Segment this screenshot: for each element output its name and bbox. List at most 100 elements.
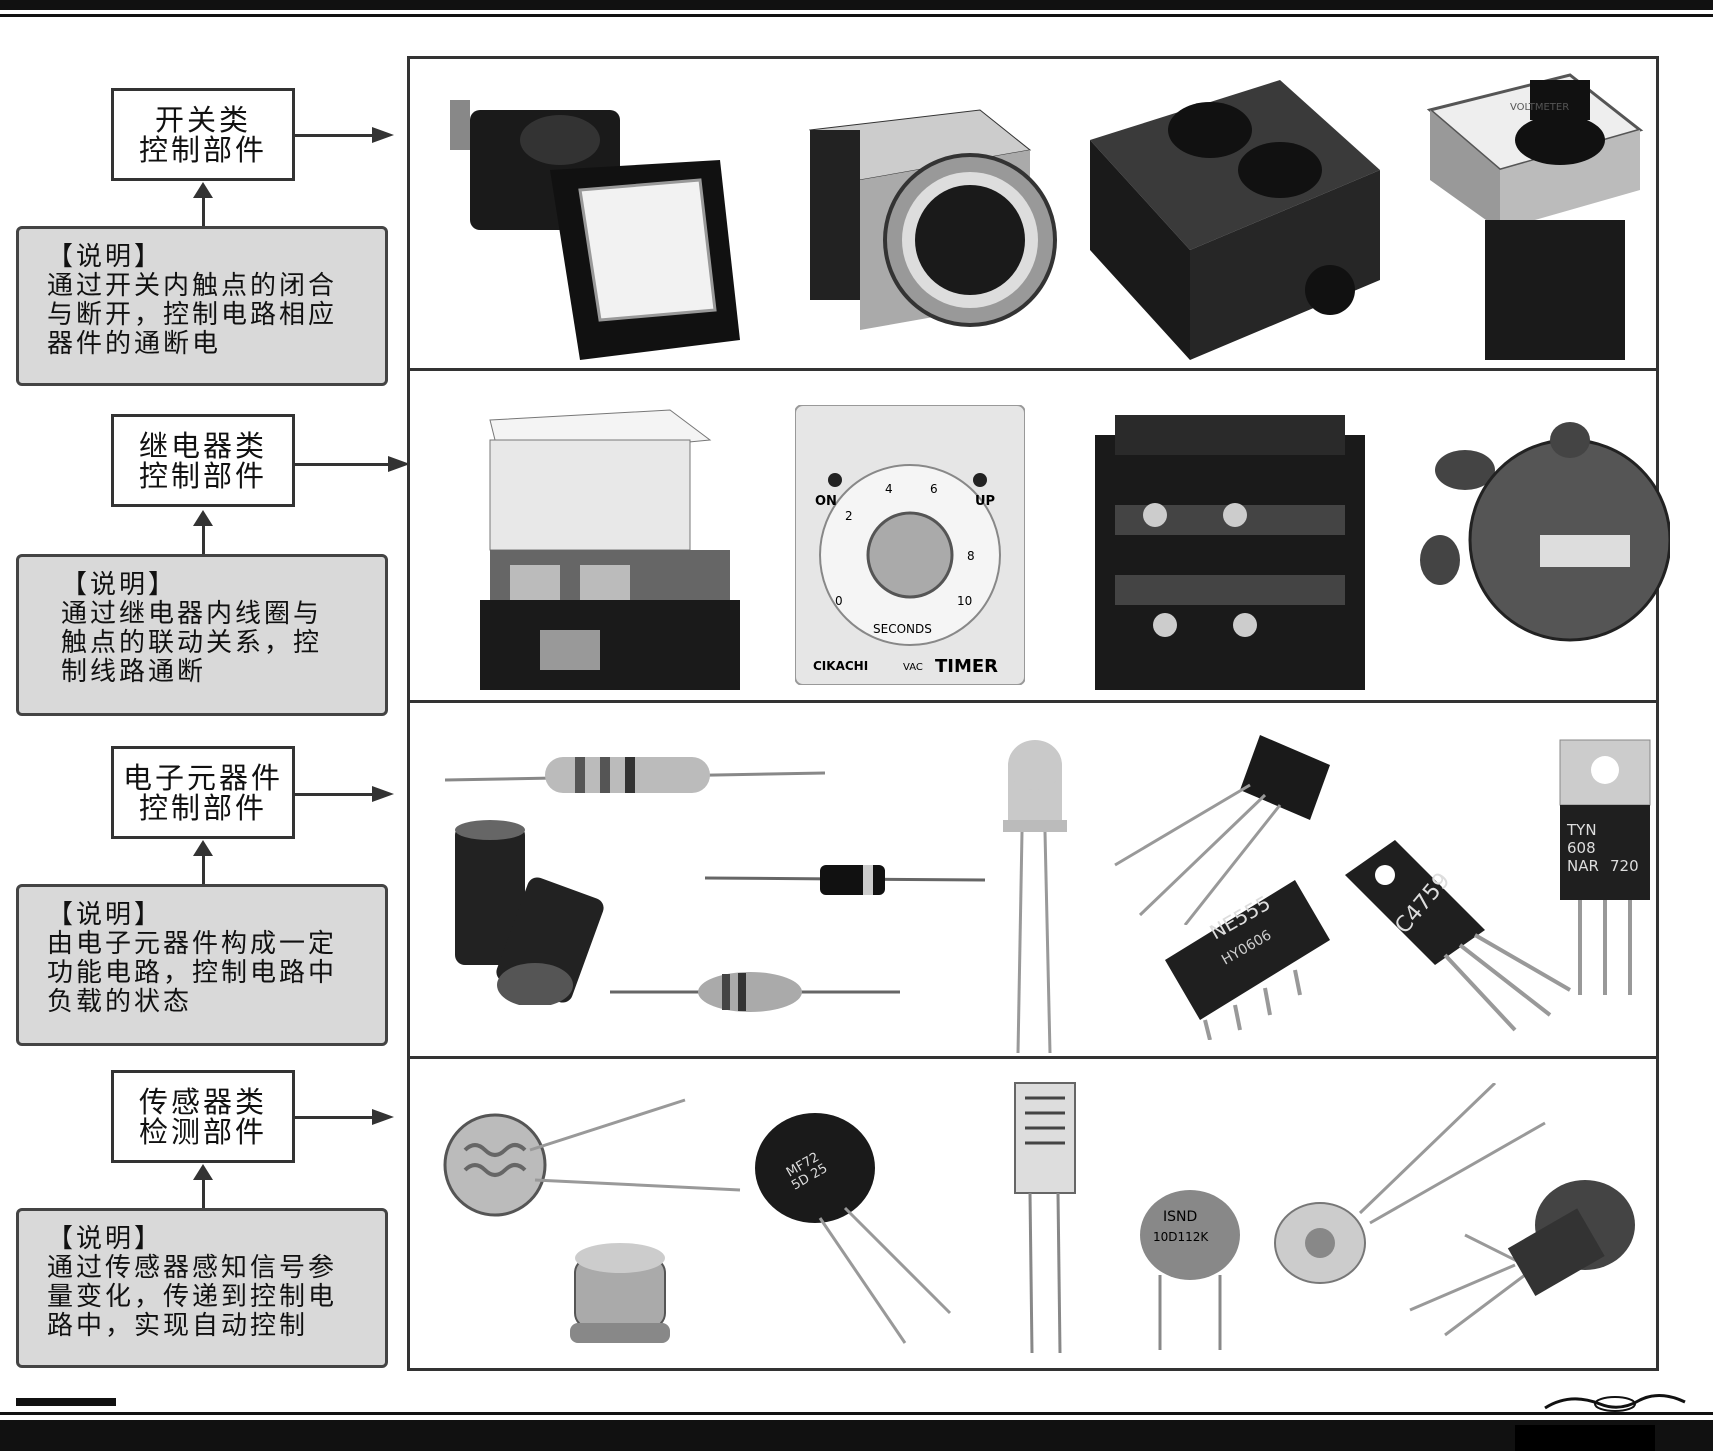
arrow-right-icon <box>372 1109 394 1125</box>
row-divider-2 <box>407 700 1659 703</box>
humidity-sensor-photo <box>1014 1082 1076 1354</box>
sealed-relay-photo <box>1420 422 1670 642</box>
title-line: 检测部件 <box>138 1114 267 1149</box>
thermistor-photo: MF72 5D 25 <box>755 1113 952 1344</box>
bottom-right-block <box>1515 1425 1655 1451</box>
dial-mark: 6 <box>930 482 938 496</box>
note-line: 通过传感器感知信号参 <box>47 1253 338 1283</box>
page-ornament-icon <box>1544 1394 1686 1412</box>
note-line: 由电子元器件构成一定 <box>47 929 338 959</box>
diode-photo <box>705 865 985 895</box>
relay-category-title: 继电器类 控制部件 <box>111 414 295 507</box>
power-transistor-photo: C4759 <box>1345 840 1572 1032</box>
varistor-photo: ISND 10D112K <box>1140 1190 1240 1350</box>
note-line: 路中，实现自动控制 <box>47 1311 309 1341</box>
thyristor-photo: TYN 608 NAR 720 <box>1559 739 1651 995</box>
note-line: 制线路通断 <box>61 657 207 687</box>
scr-label: 720 <box>1610 857 1639 875</box>
dial-mark: 2 <box>845 509 853 523</box>
page-corner-mark <box>16 1398 116 1406</box>
bottom-rule-thin <box>0 1412 1713 1415</box>
connector-line <box>295 1116 375 1119</box>
arrow-right-icon <box>388 456 410 472</box>
electronic-note-box: 【说明】 由电子元器件构成一定 功能电路，控制电路中 负载的状态 <box>16 884 388 1046</box>
sensor-note-box: 【说明】 通过传感器感知信号参 量变化，传递到控制电 路中，实现自动控制 <box>16 1208 388 1368</box>
color-ring-inductor-photo <box>610 972 900 1012</box>
timer-on-label: ON <box>815 494 837 509</box>
relay-note-box: 【说明】 通过继电器内线圈与 触点的联动关系，控 制线路通断 <box>16 554 388 716</box>
time-relay-photo: ON UP SECONDS 2 4 6 8 10 0 CIKACHI VAC T… <box>795 405 1025 685</box>
note-line: 负载的状态 <box>47 987 193 1017</box>
sensor-category-title: 传感器类 检测部件 <box>111 1070 295 1163</box>
note-header: 【说明】 <box>47 242 164 272</box>
timer-up-label: UP <box>975 494 995 509</box>
note-header: 【说明】 <box>47 900 164 930</box>
dial-mark: 0 <box>835 594 843 608</box>
arrow-up-icon <box>193 510 213 526</box>
hall-sensor-photo <box>1409 1180 1635 1337</box>
rotary-label: VOLTMETER <box>1510 102 1569 113</box>
scr-label: TYN <box>1566 821 1597 839</box>
arrow-up-icon <box>193 182 213 198</box>
switch-note-box: 【说明】 通过开关内触点的闭合 与断开，控制电路相应 器件的通断电 <box>16 226 388 386</box>
top-rule-thin <box>0 14 1713 17</box>
connector-line <box>202 854 205 886</box>
electrolytic-capacitor-photo <box>455 820 604 1005</box>
connector-line <box>295 463 395 466</box>
dial-mark: 8 <box>967 549 975 563</box>
title-line: 控制部件 <box>138 790 267 825</box>
title-line: 控制部件 <box>138 458 267 493</box>
arrow-up-icon <box>193 840 213 856</box>
varistor-label: 10D112K <box>1153 1230 1209 1244</box>
round-push-button-photo <box>808 109 1057 330</box>
square-push-button-photo <box>450 100 740 360</box>
component-panel <box>407 56 1659 1371</box>
photoresistor-photo <box>443 1098 741 1217</box>
bottom-rule-thick <box>0 1420 1713 1451</box>
row-divider-3 <box>407 1056 1659 1059</box>
timer-word-label: TIMER <box>935 656 998 677</box>
led-photo <box>1003 740 1067 1054</box>
connector-line <box>202 524 205 556</box>
title-line: 控制部件 <box>138 132 267 167</box>
note-line: 触点的联动关系，控 <box>61 628 323 658</box>
electronic-category-title: 电子元器件 控制部件 <box>111 746 295 839</box>
note-header: 【说明】 <box>61 570 178 600</box>
title-line: 电子元器件 <box>122 760 283 795</box>
gas-sensor-photo <box>570 1243 670 1343</box>
scr-label: NAR <box>1567 857 1599 875</box>
arrow-up-icon <box>193 1164 213 1180</box>
arrow-right-icon <box>372 127 394 143</box>
dial-mark: 4 <box>885 482 893 496</box>
ic-ne555-photo: NE555 HY0606 <box>1165 880 1330 1040</box>
photoelectric-sensor-photo <box>1274 1083 1546 1284</box>
title-line: 继电器类 <box>138 428 267 463</box>
note-line: 功能电路，控制电路中 <box>47 958 338 988</box>
timer-vac-label: VAC <box>903 662 923 673</box>
top-rule-thick <box>0 0 1713 10</box>
intermediate-relay-photo <box>1095 415 1365 690</box>
connector-line <box>295 134 375 137</box>
title-line: 传感器类 <box>138 1084 267 1119</box>
connector-line <box>202 1178 205 1210</box>
arrow-right-icon <box>372 786 394 802</box>
varistor-label: ISND <box>1163 1209 1197 1225</box>
connector-line <box>295 793 375 796</box>
double-button-box-photo <box>1090 80 1380 360</box>
note-line: 器件的通断电 <box>47 329 222 359</box>
small-transistor-photo <box>1114 735 1330 925</box>
note-line: 量变化，传递到控制电 <box>47 1282 338 1312</box>
ac-contactor-photo <box>480 409 740 690</box>
title-line: 开关类 <box>154 102 251 137</box>
timer-seconds-label: SECONDS <box>873 622 932 636</box>
resistor-photo <box>445 757 825 793</box>
scr-label: 608 <box>1567 839 1596 857</box>
row-divider-1 <box>407 368 1659 371</box>
dial-mark: 10 <box>957 594 972 608</box>
note-header: 【说明】 <box>47 1224 164 1254</box>
note-line: 通过开关内触点的闭合 <box>47 271 338 301</box>
rotary-switch-photo: VOLTMETER <box>1426 73 1644 360</box>
connector-line <box>202 196 205 228</box>
timer-brand-label: CIKACHI <box>813 659 868 673</box>
note-line: 通过继电器内线圈与 <box>61 599 323 629</box>
